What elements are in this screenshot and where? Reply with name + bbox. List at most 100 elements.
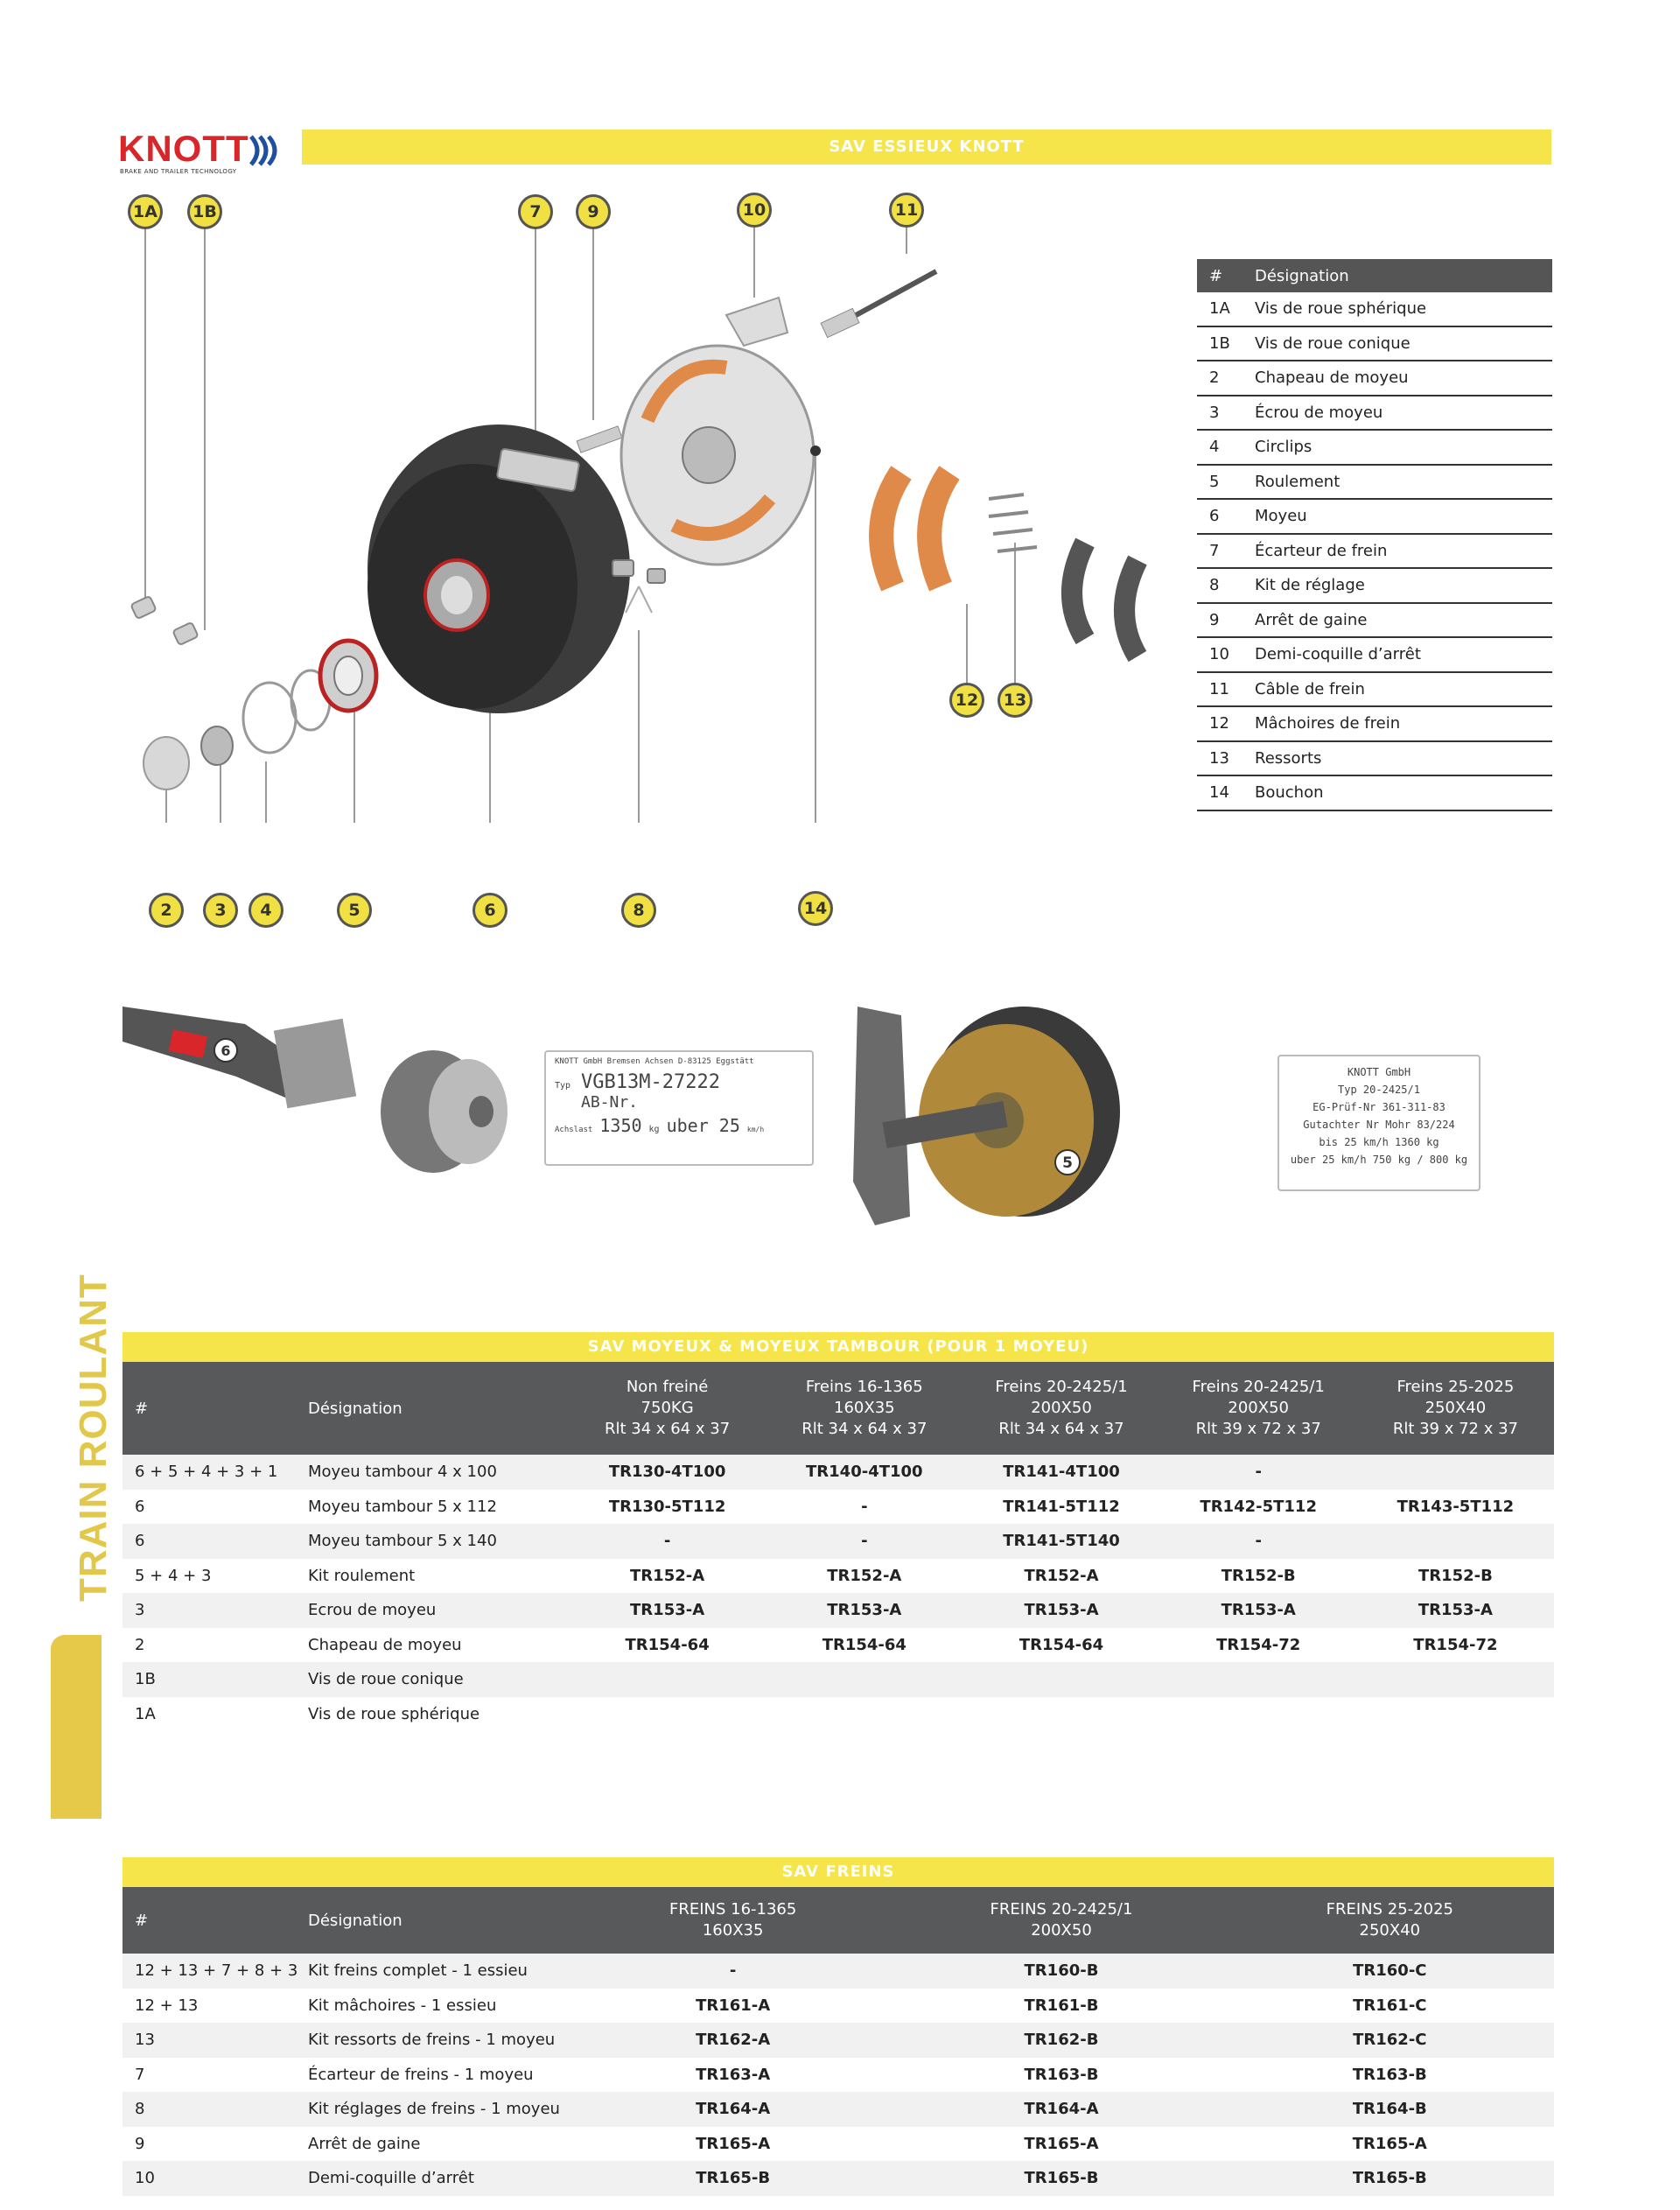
plate1-kmh: km/h xyxy=(746,1126,765,1133)
hub-col-num: # xyxy=(135,1399,149,1418)
part-ref: TR154-64 xyxy=(625,1635,710,1654)
part-ref: TR160-C xyxy=(1353,1961,1427,1981)
springs-part xyxy=(988,493,1038,553)
row-designation: Kit roulement xyxy=(308,1566,416,1585)
legend-label: Vis de roue conique xyxy=(1255,333,1410,353)
row-designation: Moyeu tambour 4 x 100 xyxy=(308,1463,497,1482)
callout-1a: 1A xyxy=(128,194,163,229)
legend-label: Kit de réglage xyxy=(1255,576,1365,595)
legend-num: 13 xyxy=(1209,748,1229,768)
row-num: 6 xyxy=(135,1497,145,1516)
row-designation: Chapeau de moyeu xyxy=(308,1635,462,1654)
brakes-col-header-line: FREINS 20-2425/1 xyxy=(990,1900,1133,1919)
type-plate-1: KNOTT GmbH Bremsen Achsen D-83125 Eggstä… xyxy=(544,1050,814,1166)
part-ref: TR165-B xyxy=(696,2169,771,2188)
hub-col-header-line: 200X50 xyxy=(1228,1399,1289,1417)
part-ref: - xyxy=(1255,1463,1262,1482)
legend-num: 2 xyxy=(1209,368,1220,388)
logo-tagline: BRAKE AND TRAILER TECHNOLOGY xyxy=(120,168,237,175)
legend-num: 6 xyxy=(1209,507,1220,526)
legend-num: 3 xyxy=(1209,403,1220,422)
plate1-kg: kg xyxy=(648,1125,660,1134)
part-ref: TR154-64 xyxy=(822,1635,906,1654)
hub-col-header-line: Rlt 39 x 72 x 37 xyxy=(1195,1420,1321,1438)
legend-label: Écrou de moyeu xyxy=(1255,403,1383,422)
legend-num: 10 xyxy=(1209,645,1229,664)
brake-shoes-part xyxy=(869,466,960,592)
legend-num: 5 xyxy=(1209,472,1220,491)
svg-text:6: 6 xyxy=(220,1042,230,1059)
brake-expander-part xyxy=(496,448,580,492)
hub-col-header-line: Rlt 34 x 64 x 37 xyxy=(802,1420,928,1438)
callout-1b: 1B xyxy=(187,194,222,229)
legend-label: Circlips xyxy=(1255,438,1312,457)
brakes-col-header-line: 160X35 xyxy=(702,1921,764,1940)
row-num: 5 + 4 + 3 xyxy=(135,1566,212,1585)
part-ref: - xyxy=(729,1961,737,1981)
row-designation: Moyeu tambour 5 x 140 xyxy=(308,1532,497,1551)
brakes-col-header: FREINS 20-2425/1 200X50 xyxy=(897,1899,1225,1941)
hub-col-header-line: Rlt 34 x 64 x 37 xyxy=(605,1420,731,1438)
wheel-bolt-1a xyxy=(130,596,199,645)
part-ref: TR143-5T112 xyxy=(1396,1497,1515,1516)
hub-col-header-line: 750KG xyxy=(640,1399,694,1417)
logo-wordmark: KNOTT xyxy=(118,128,249,169)
row-num: 1A xyxy=(135,1704,156,1723)
part-ref: TR153-A xyxy=(630,1601,705,1620)
side-label: TRAIN ROULANT xyxy=(72,1273,116,1602)
hub-cap-part xyxy=(143,736,190,790)
legend-row: 3 Écrou de moyeu xyxy=(1197,396,1552,431)
part-ref: TR165-A xyxy=(1024,2134,1099,2153)
part-ref: TR162-A xyxy=(696,2031,771,2050)
callout-13: 13 xyxy=(998,683,1032,718)
circlip-part xyxy=(242,681,298,754)
row-num: 3 xyxy=(135,1601,145,1620)
legend-header: # Désignation xyxy=(1197,259,1552,292)
row-num: 12 + 13 + 7 + 8 + 3 xyxy=(135,1961,298,1981)
legend-label: Mâchoires de frein xyxy=(1255,714,1401,733)
part-ref: TR163-B xyxy=(1352,2065,1427,2084)
callout-12: 12 xyxy=(949,683,984,718)
legend-num: 1A xyxy=(1209,299,1230,319)
callout-3: 3 xyxy=(203,893,238,928)
legend-label: Câble de frein xyxy=(1255,679,1365,698)
part-ref: - xyxy=(861,1532,868,1551)
row-num: 7 xyxy=(135,2065,145,2084)
brakes-table-title-text: SAV FREINS xyxy=(781,1863,895,1881)
plate2-line: Typ 20-2425/1 xyxy=(1338,1084,1420,1096)
part-ref: TR142-5T112 xyxy=(1200,1497,1317,1516)
part-ref: TR153-A xyxy=(1418,1601,1493,1620)
part-ref: - xyxy=(663,1532,671,1551)
logo-swoosh-icon xyxy=(249,135,277,166)
part-ref: TR140-4T100 xyxy=(806,1463,923,1482)
plate1-achslast-label: Achslast xyxy=(555,1126,593,1134)
part-ref: TR154-72 xyxy=(1413,1635,1498,1654)
part-ref: TR161-A xyxy=(696,1996,771,2015)
row-num: 8 xyxy=(135,2100,145,2119)
part-ref: TR153-A xyxy=(827,1601,902,1620)
part-ref: TR152-A xyxy=(630,1566,705,1585)
part-ref: TR164-B xyxy=(1352,2100,1427,2119)
part-ref: TR161-C xyxy=(1353,1996,1427,2015)
part-ref: TR130-4T100 xyxy=(608,1463,726,1482)
legend-num: 7 xyxy=(1209,541,1220,560)
part-ref: TR161-B xyxy=(1024,1996,1099,2015)
brakes-col-header-line: 200X50 xyxy=(1031,1921,1092,1940)
brake-shoes-grey-part xyxy=(1061,537,1147,663)
brakes-col-header-line: 250X40 xyxy=(1359,1921,1421,1940)
